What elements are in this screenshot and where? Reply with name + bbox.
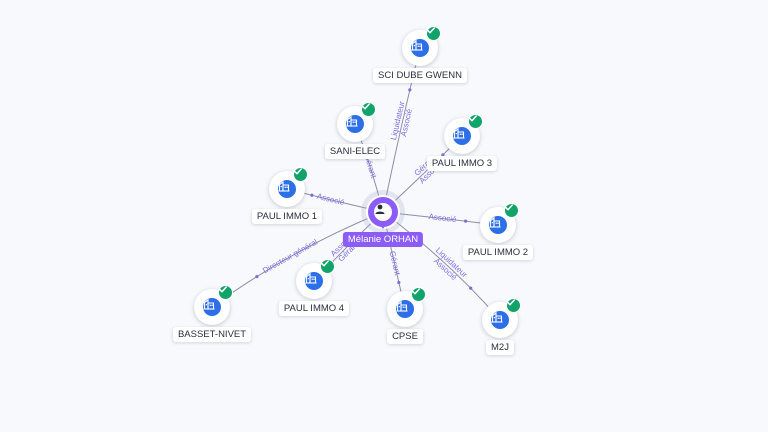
building-icon — [203, 298, 215, 310]
building-icon — [305, 272, 317, 284]
edge-arrow-sci-dube-gwenn — [408, 88, 412, 92]
verified-check-badge — [411, 287, 426, 302]
edge-arrow-m2j — [469, 286, 473, 290]
person-name-label[interactable]: Mélanie ORHAN — [342, 232, 424, 247]
person-icon — [375, 204, 385, 214]
company-node-circle[interactable] — [444, 114, 483, 154]
company-node-label[interactable]: M2J — [486, 340, 514, 355]
company-icon-badge — [203, 298, 221, 316]
check-icon — [362, 103, 370, 110]
company-icon-badge — [411, 39, 429, 57]
company-node-circle[interactable] — [482, 298, 521, 338]
check-icon — [469, 115, 477, 122]
person-pin[interactable] — [368, 197, 398, 229]
verified-check-badge — [504, 203, 519, 218]
company-icon-badge — [278, 180, 296, 198]
company-node-circle[interactable] — [480, 203, 519, 243]
edge-role-label: Associé — [428, 212, 457, 224]
company-node-label[interactable]: SCI DUBE GWENN — [373, 68, 467, 83]
company-node-label[interactable]: SANI-ELEC — [324, 144, 386, 159]
company-node-label[interactable]: PAUL IMMO 2 — [462, 245, 534, 260]
building-icon — [346, 115, 358, 127]
company-node-label[interactable]: BASSET-NIVET — [172, 327, 252, 342]
edge-role-label: Gérant — [388, 250, 402, 277]
company-node-circle[interactable] — [296, 259, 335, 299]
company-node-label[interactable]: PAUL IMMO 4 — [278, 301, 350, 316]
check-icon — [427, 27, 435, 34]
check-icon — [505, 204, 513, 211]
edge-arrow-paul-immo-2 — [463, 219, 468, 223]
verified-check-badge — [293, 167, 308, 182]
building-icon — [453, 127, 465, 139]
company-icon-badge — [396, 300, 414, 318]
company-icon-badge — [346, 115, 364, 133]
company-node-circle[interactable] — [194, 285, 233, 325]
verified-check-badge — [426, 26, 441, 41]
building-icon — [489, 216, 501, 228]
company-node-label[interactable]: PAUL IMMO 1 — [251, 209, 323, 224]
check-icon — [321, 260, 329, 267]
company-icon-badge — [491, 311, 509, 329]
company-node-circle[interactable] — [337, 102, 376, 142]
company-icon-badge — [453, 127, 471, 145]
building-icon — [411, 39, 423, 51]
building-icon — [491, 311, 503, 323]
company-node-circle[interactable] — [387, 287, 426, 327]
check-icon — [294, 168, 302, 175]
company-node-label[interactable]: CPSE — [387, 329, 423, 344]
company-icon-badge — [489, 216, 507, 234]
verified-check-badge — [320, 259, 335, 274]
edge-arrow-basset-nivet — [255, 274, 259, 279]
verified-check-badge — [468, 114, 483, 129]
check-icon — [412, 288, 420, 295]
building-icon — [278, 180, 290, 192]
check-icon — [219, 286, 227, 293]
company-icon-badge — [305, 272, 323, 290]
company-node-circle[interactable] — [402, 26, 441, 66]
edge-arrow-cpse — [397, 280, 401, 285]
edge-arrow-paul-immo-1 — [310, 193, 314, 197]
edge-role-label: Associé — [316, 192, 346, 207]
verified-check-badge — [361, 102, 376, 117]
verified-check-badge — [218, 285, 233, 300]
company-node-circle[interactable] — [269, 167, 308, 207]
building-icon — [396, 300, 408, 312]
company-node-label[interactable]: PAUL IMMO 3 — [426, 156, 498, 171]
edge-arrow-paul-immo-3 — [441, 153, 445, 157]
check-icon — [507, 299, 515, 306]
edge-basset-nivet — [211, 211, 384, 308]
verified-check-badge — [506, 298, 521, 313]
